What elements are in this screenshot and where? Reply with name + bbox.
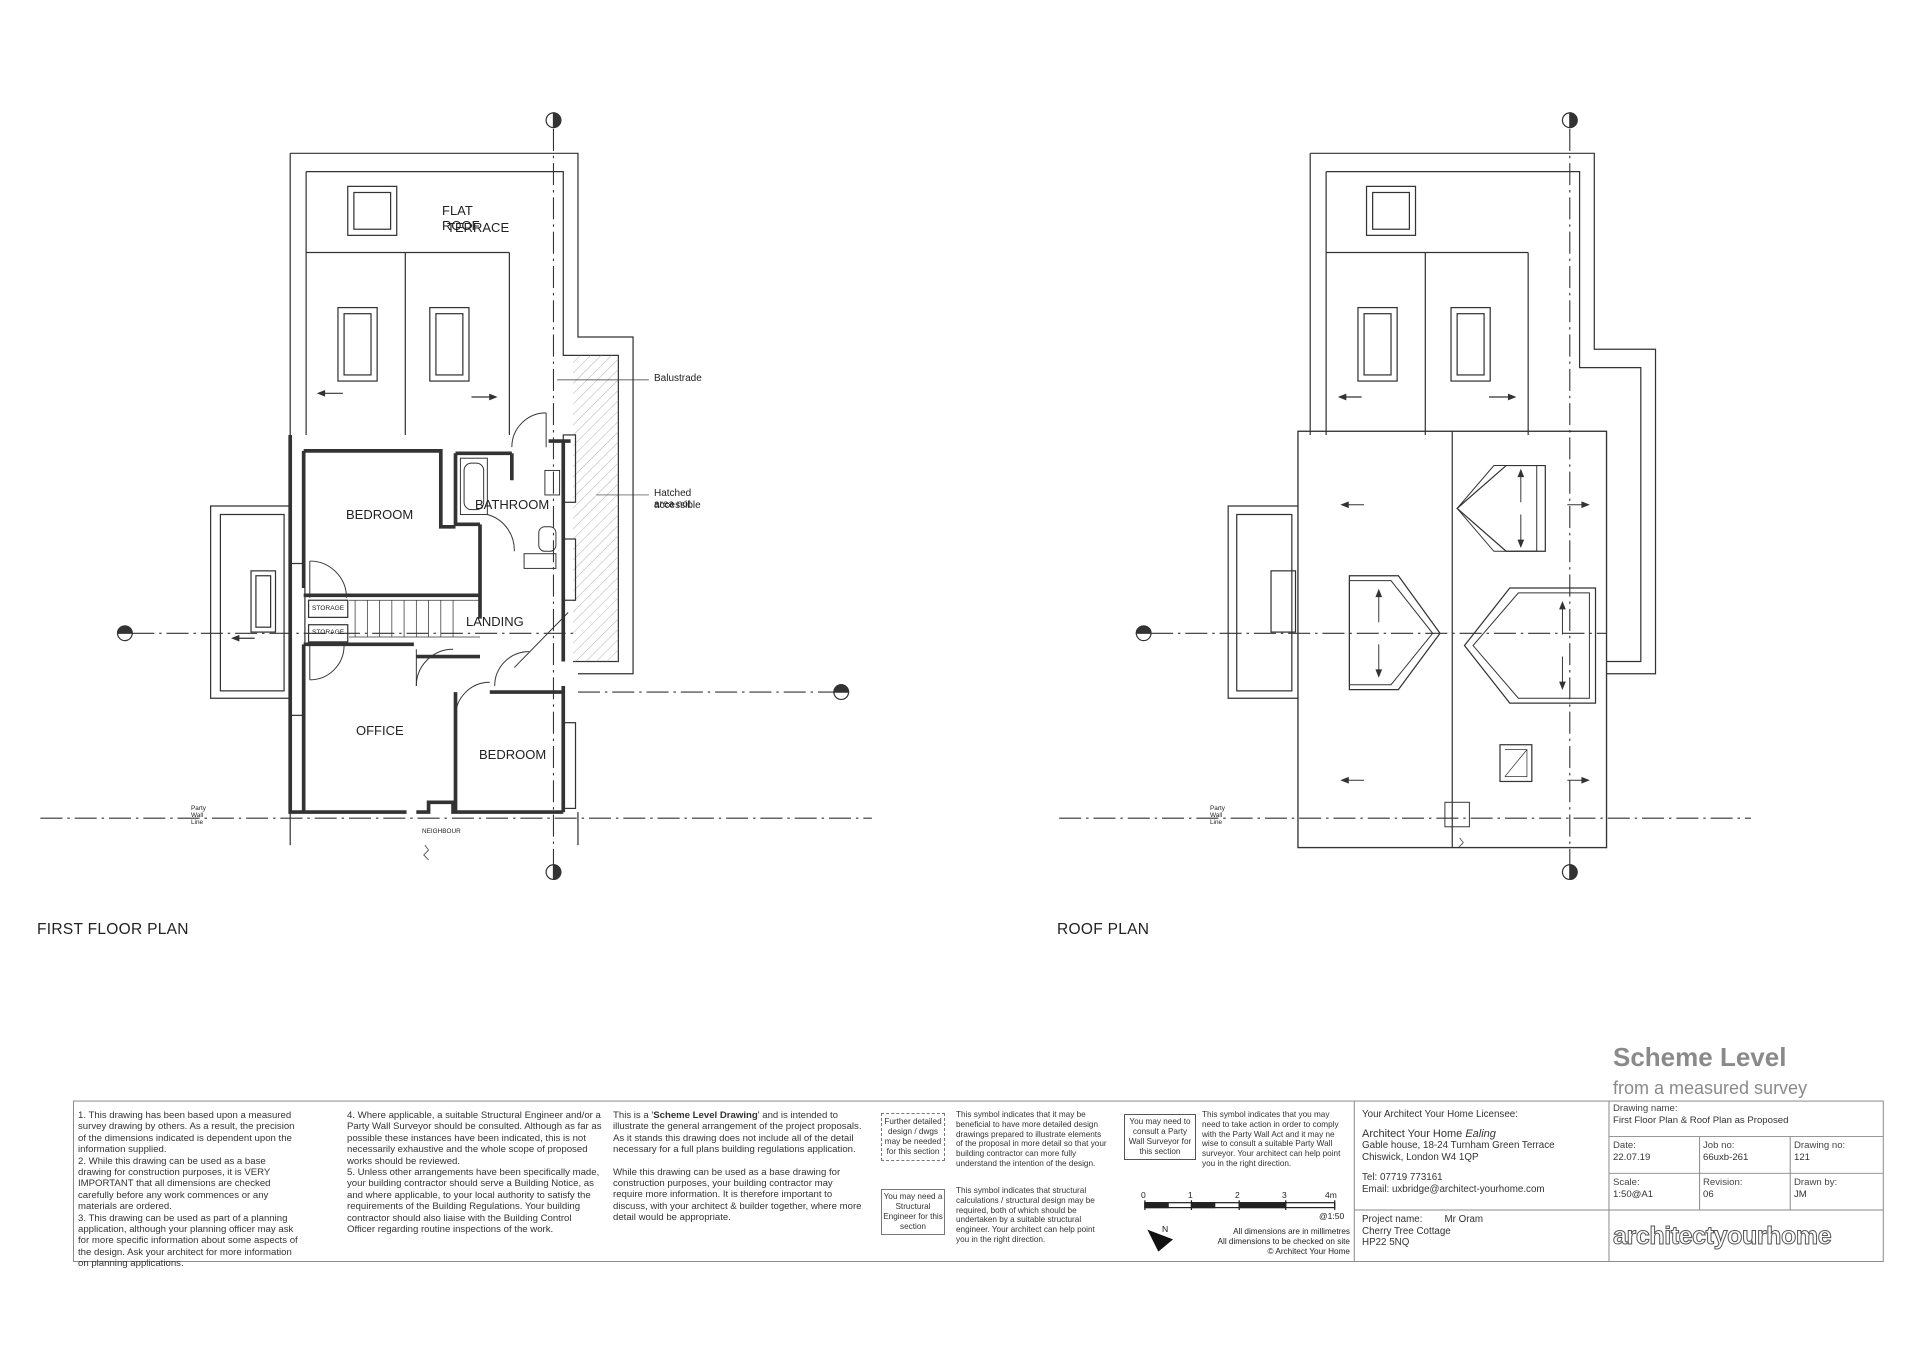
scale-bar — [1144, 1200, 1336, 1211]
drawing-date: 22.07.19 — [1613, 1152, 1651, 1163]
revision-cell: Revision: 06 — [1703, 1177, 1743, 1200]
project-block: Project name: Mr Oram Cherry Tree Cottage… — [1362, 1214, 1612, 1249]
scale-tick-0: 0 — [1141, 1190, 1146, 1200]
structural-symbol: You may need a Structural Engineer for t… — [881, 1189, 945, 1235]
drawing-no-cell: Drawing no: 121 — [1794, 1140, 1846, 1163]
room-label-storage-2: STORAGE — [312, 629, 345, 636]
note-neighbour: NEIGHBOUR — [422, 828, 461, 835]
scale-cell: Scale: 1:50@A1 — [1613, 1177, 1654, 1200]
scheme-level-subheading: from a measured survey — [1613, 1078, 1808, 1098]
note-balustrade: Balustrade — [654, 373, 702, 384]
room-label-landing: LANDING — [466, 614, 524, 629]
first-floor-plan — [40, 112, 872, 881]
svg-text:N: N — [1162, 1224, 1168, 1234]
project-postcode: HP22 5NQ — [1362, 1237, 1410, 1248]
scale-tick-3: 3 — [1282, 1190, 1287, 1200]
structural-text: This symbol indicates that structural ca… — [956, 1186, 1095, 1244]
note-1: 1. This drawing has been based upon a me… — [78, 1110, 295, 1156]
project-label: Project name: — [1362, 1214, 1423, 1225]
drawing-number: 121 — [1794, 1152, 1811, 1163]
drawing-name-block: Drawing name: First Floor Plan & Roof Pl… — [1613, 1103, 1788, 1127]
drawing-scale: 1:50@A1 — [1613, 1189, 1654, 1200]
dimension-notes: All dimensions are in millimetres All di… — [1217, 1227, 1350, 1257]
licensee-name: Architect Your Home Ealing — [1362, 1128, 1496, 1140]
note-2: 2. While this drawing can be used as a b… — [78, 1155, 271, 1213]
room-label-storage-1: STORAGE — [312, 605, 345, 612]
note-base-drawing: While this drawing can be used as a base… — [613, 1166, 862, 1224]
drawing-name-label: Drawing name: — [1613, 1103, 1678, 1114]
note-hatched-2: accessible — [654, 500, 701, 511]
job-cell: Job no: 66uxb-261 — [1703, 1140, 1749, 1163]
note-3: 3. This drawing can be used as part of a… — [78, 1212, 298, 1270]
scale-tick-4: 4m — [1325, 1190, 1337, 1200]
note-hatched-1: Hatched area not — [654, 488, 692, 510]
licensee-tel: Tel: 07719 773161 — [1362, 1172, 1443, 1183]
company-logo: architectyourhome — [1612, 1222, 1832, 1251]
roof-plan — [1059, 112, 1752, 881]
room-label-terrace: TERRACE — [447, 220, 510, 235]
note-party-wall-2: Party Wall Line — [1210, 805, 1225, 826]
room-label-bedroom-1: BEDROOM — [346, 507, 414, 522]
note-scheme-level: This is a 'Scheme Level Drawing' and is … — [613, 1110, 862, 1156]
notes-column-2: 4. Where applicable, a suitable Structur… — [347, 1110, 602, 1235]
licensee-email: Email: uxbridge@architect-yourhome.com — [1362, 1184, 1545, 1195]
roof-plan-title: ROOF PLAN — [1057, 921, 1150, 938]
party-wall-symbol: You may need to consult a Party Wall Sur… — [1124, 1114, 1196, 1160]
licensee-heading: Your Architect Your Home Licensee: — [1362, 1109, 1518, 1120]
scheme-level-heading: Scheme Level — [1613, 1042, 1787, 1072]
further-design-symbol: Further detailed design / dwgs may be ne… — [881, 1113, 945, 1161]
licensee-address-2: Chiswick, London W4 1QP — [1362, 1152, 1479, 1163]
room-label-bedroom-2: BEDROOM — [479, 747, 547, 762]
job-number: 66uxb-261 — [1703, 1152, 1749, 1163]
north-arrow-icon: N — [1147, 1224, 1174, 1252]
scale-tick-1: 1 — [1188, 1190, 1193, 1200]
title-block-frame — [72, 1100, 1884, 1262]
date-cell: Date: 22.07.19 — [1613, 1140, 1651, 1163]
further-design-text: This symbol indicates that it may be ben… — [956, 1110, 1107, 1168]
notes-column-3: This is a 'Scheme Level Drawing' and is … — [613, 1110, 865, 1224]
party-wall-text: This symbol indicates that you may need … — [1202, 1110, 1341, 1168]
revision-number: 06 — [1703, 1189, 1714, 1200]
first-floor-plan-title: FIRST FLOOR PLAN — [37, 921, 189, 938]
scale-ratio: @1:50 — [1319, 1211, 1345, 1221]
licensee-block: Your Architect Your Home Licensee: Archi… — [1362, 1109, 1612, 1196]
drawing-name: First Floor Plan & Roof Plan as Proposed — [1613, 1115, 1789, 1126]
note-party-wall-1: Party Wall Line — [191, 805, 206, 826]
note-5: 5. Unless other arrangements have been s… — [347, 1167, 600, 1236]
drawn-by: JM — [1794, 1189, 1807, 1200]
room-label-office: OFFICE — [356, 723, 404, 738]
project-client: Mr Oram — [1444, 1214, 1484, 1225]
room-label-bathroom: BATHROOM — [475, 497, 550, 512]
room-label-flat-roof: FLAT ROOF — [442, 203, 480, 233]
drawn-by-cell: Drawn by: JM — [1794, 1177, 1838, 1200]
notes-column-1: 1. This drawing has been based upon a me… — [78, 1110, 300, 1270]
project-name: Cherry Tree Cottage — [1362, 1225, 1451, 1237]
note-4: 4. Where applicable, a suitable Structur… — [347, 1110, 602, 1167]
licensee-address-1: Gable house, 18-24 Turnham Green Terrace — [1362, 1140, 1555, 1151]
scale-tick-2: 2 — [1235, 1190, 1240, 1200]
